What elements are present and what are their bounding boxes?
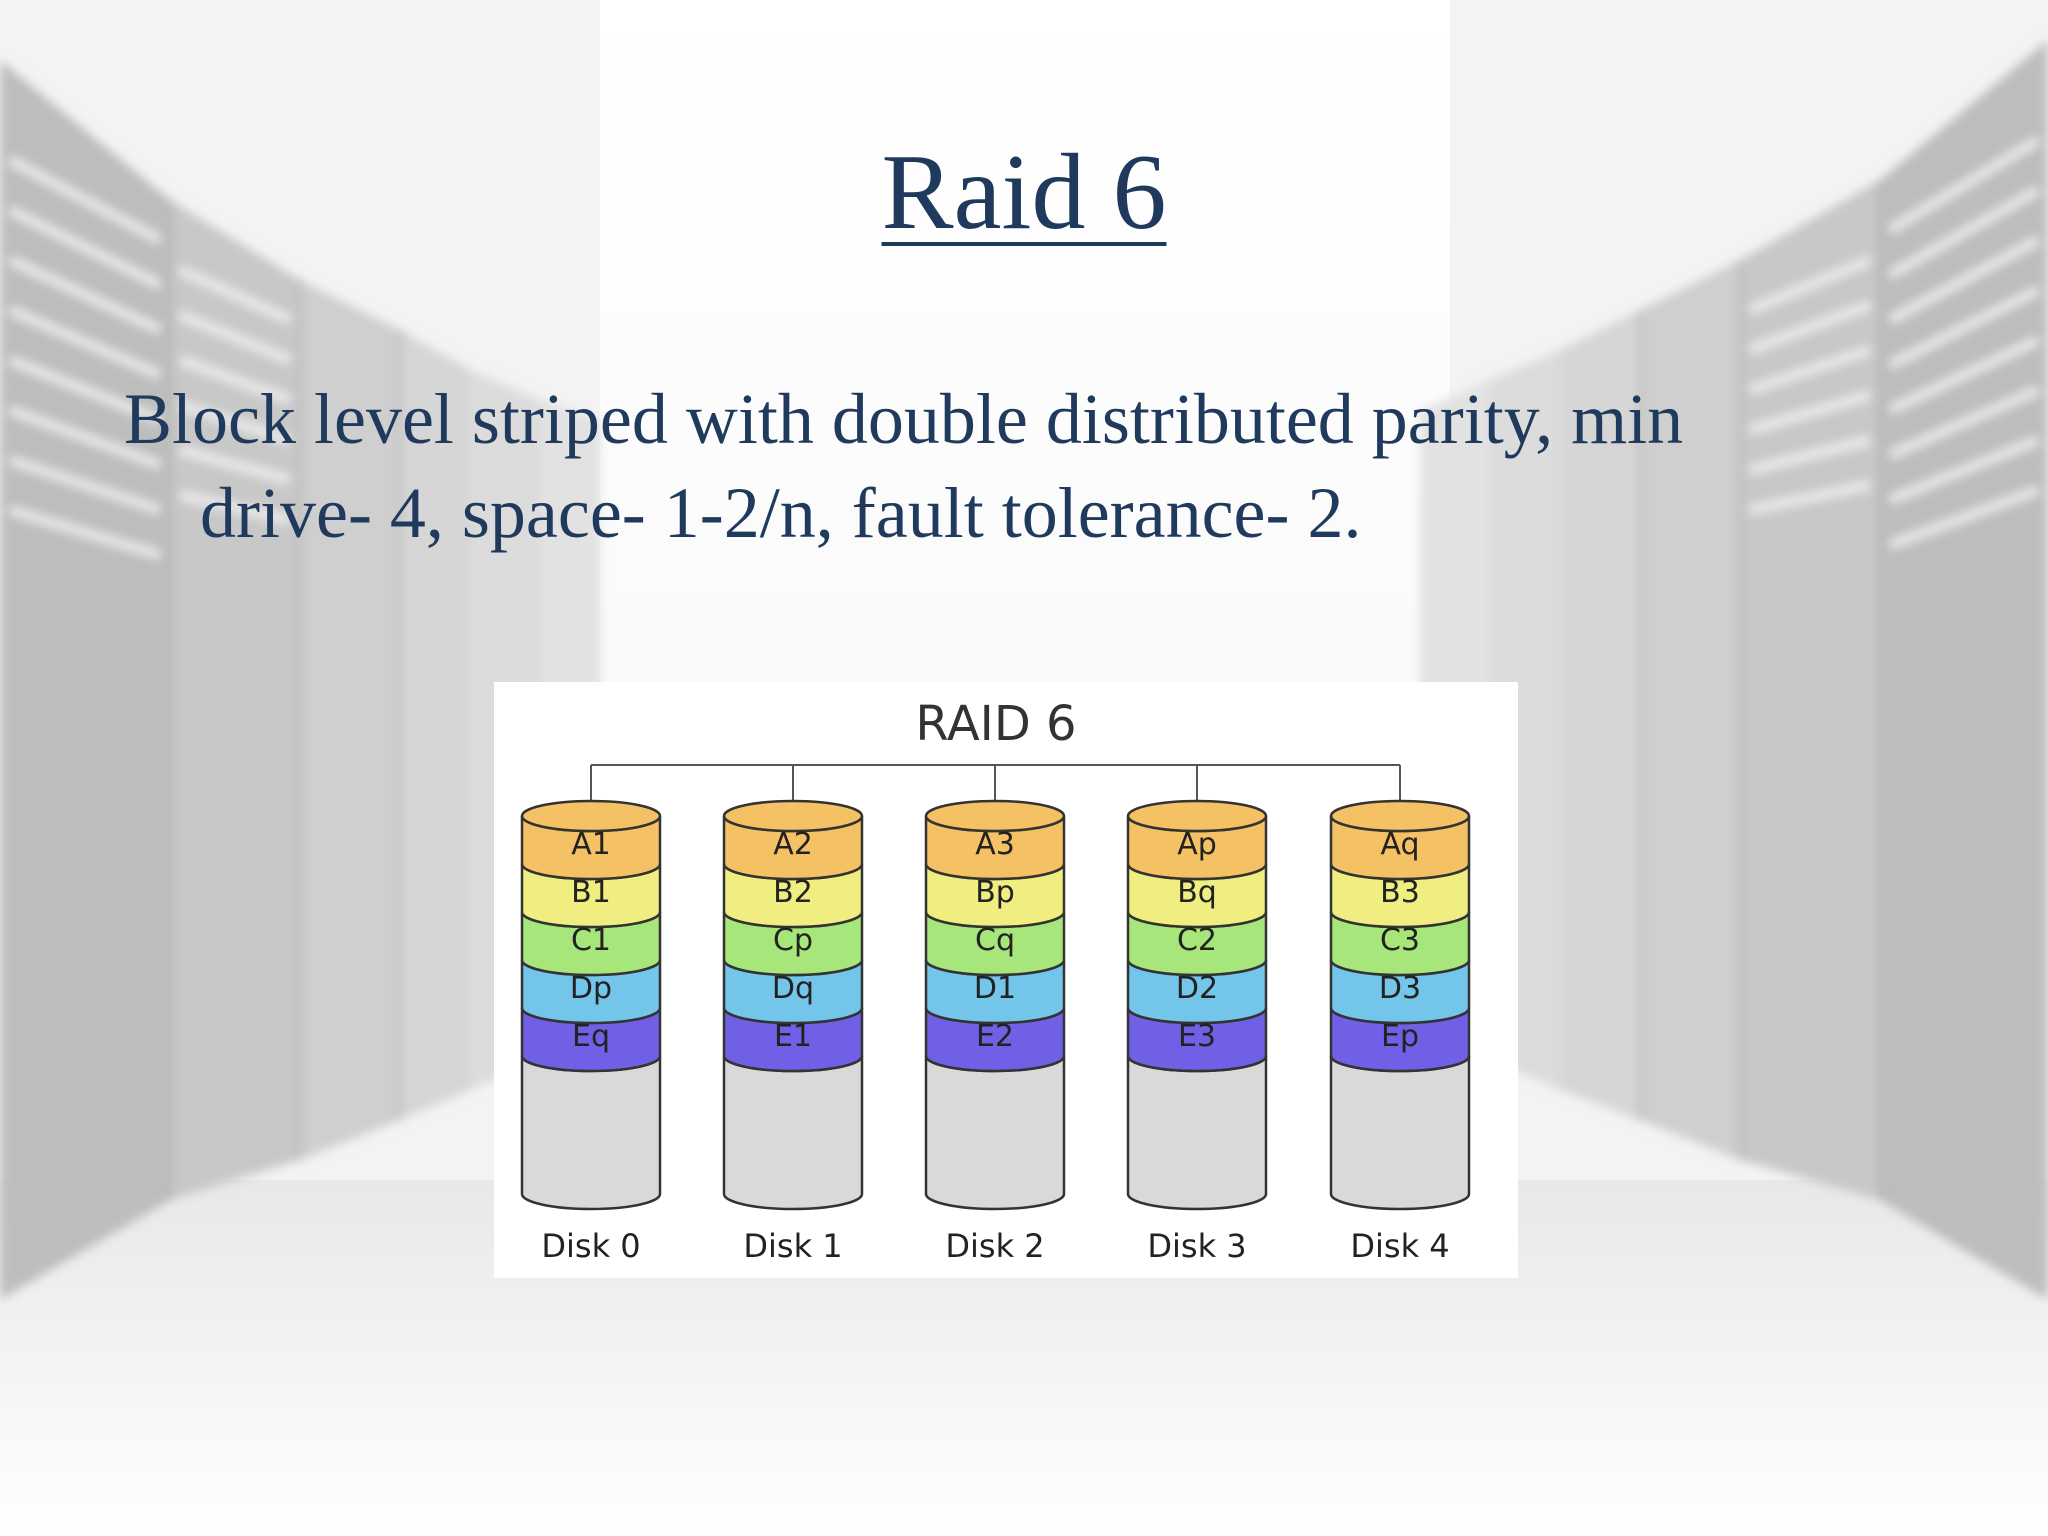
slide-body-line-1: Block level striped with double distribu… bbox=[124, 379, 1684, 459]
slide-body-line-2: drive- 4, space- 1-2/n, fault tolerance-… bbox=[200, 473, 1362, 553]
block-label: D1 bbox=[974, 971, 1016, 1006]
disk-top-cap bbox=[722, 799, 864, 833]
block-label: C3 bbox=[1380, 923, 1420, 958]
block-label: Dq bbox=[772, 971, 814, 1006]
block-label: Ap bbox=[1177, 827, 1217, 862]
block-label: C2 bbox=[1177, 923, 1217, 958]
block-label: D3 bbox=[1379, 971, 1421, 1006]
disk-label: Disk 0 bbox=[541, 1227, 640, 1265]
disk-label: Disk 3 bbox=[1147, 1227, 1246, 1265]
disk-empty-space bbox=[520, 1055, 662, 1211]
disk-top-cap bbox=[1126, 799, 1268, 833]
block-label: B2 bbox=[773, 875, 813, 910]
block-label: A2 bbox=[773, 827, 813, 862]
block-label: Cq bbox=[975, 923, 1015, 958]
diagram-title: RAID 6 bbox=[915, 696, 1076, 752]
block-label: Cp bbox=[773, 923, 813, 958]
block-label: A3 bbox=[975, 827, 1015, 862]
disk-empty-space bbox=[1329, 1055, 1471, 1211]
disk-empty-space bbox=[924, 1055, 1066, 1211]
disk-top-cap bbox=[1329, 799, 1471, 833]
block-label: Aq bbox=[1380, 827, 1419, 862]
disk-label: Disk 2 bbox=[945, 1227, 1044, 1265]
block-label: Dp bbox=[570, 971, 612, 1006]
disk-label: Disk 1 bbox=[743, 1227, 842, 1265]
block-label: Bp bbox=[975, 875, 1015, 910]
block-label: C1 bbox=[571, 923, 611, 958]
block-label: E2 bbox=[976, 1019, 1014, 1054]
block-label: Ep bbox=[1381, 1019, 1419, 1054]
slide-title-text: Raid 6 bbox=[881, 133, 1167, 252]
block-label: B1 bbox=[571, 875, 611, 910]
block-label: D2 bbox=[1176, 971, 1218, 1006]
disk-empty-space bbox=[1126, 1055, 1268, 1211]
disk-top-cap bbox=[520, 799, 662, 833]
block-label: Bq bbox=[1177, 875, 1217, 910]
disk-label: Disk 4 bbox=[1350, 1227, 1449, 1265]
disk-empty-space bbox=[722, 1055, 864, 1211]
block-label: B3 bbox=[1380, 875, 1420, 910]
slide-body-text: Block level striped with double distribu… bbox=[124, 372, 1944, 560]
disk-top-cap bbox=[924, 799, 1066, 833]
block-label: E3 bbox=[1178, 1019, 1216, 1054]
block-label: A1 bbox=[571, 827, 611, 862]
block-label: E1 bbox=[774, 1019, 812, 1054]
block-label: Eq bbox=[572, 1019, 610, 1054]
slide-title: Raid 6 bbox=[0, 128, 2048, 258]
